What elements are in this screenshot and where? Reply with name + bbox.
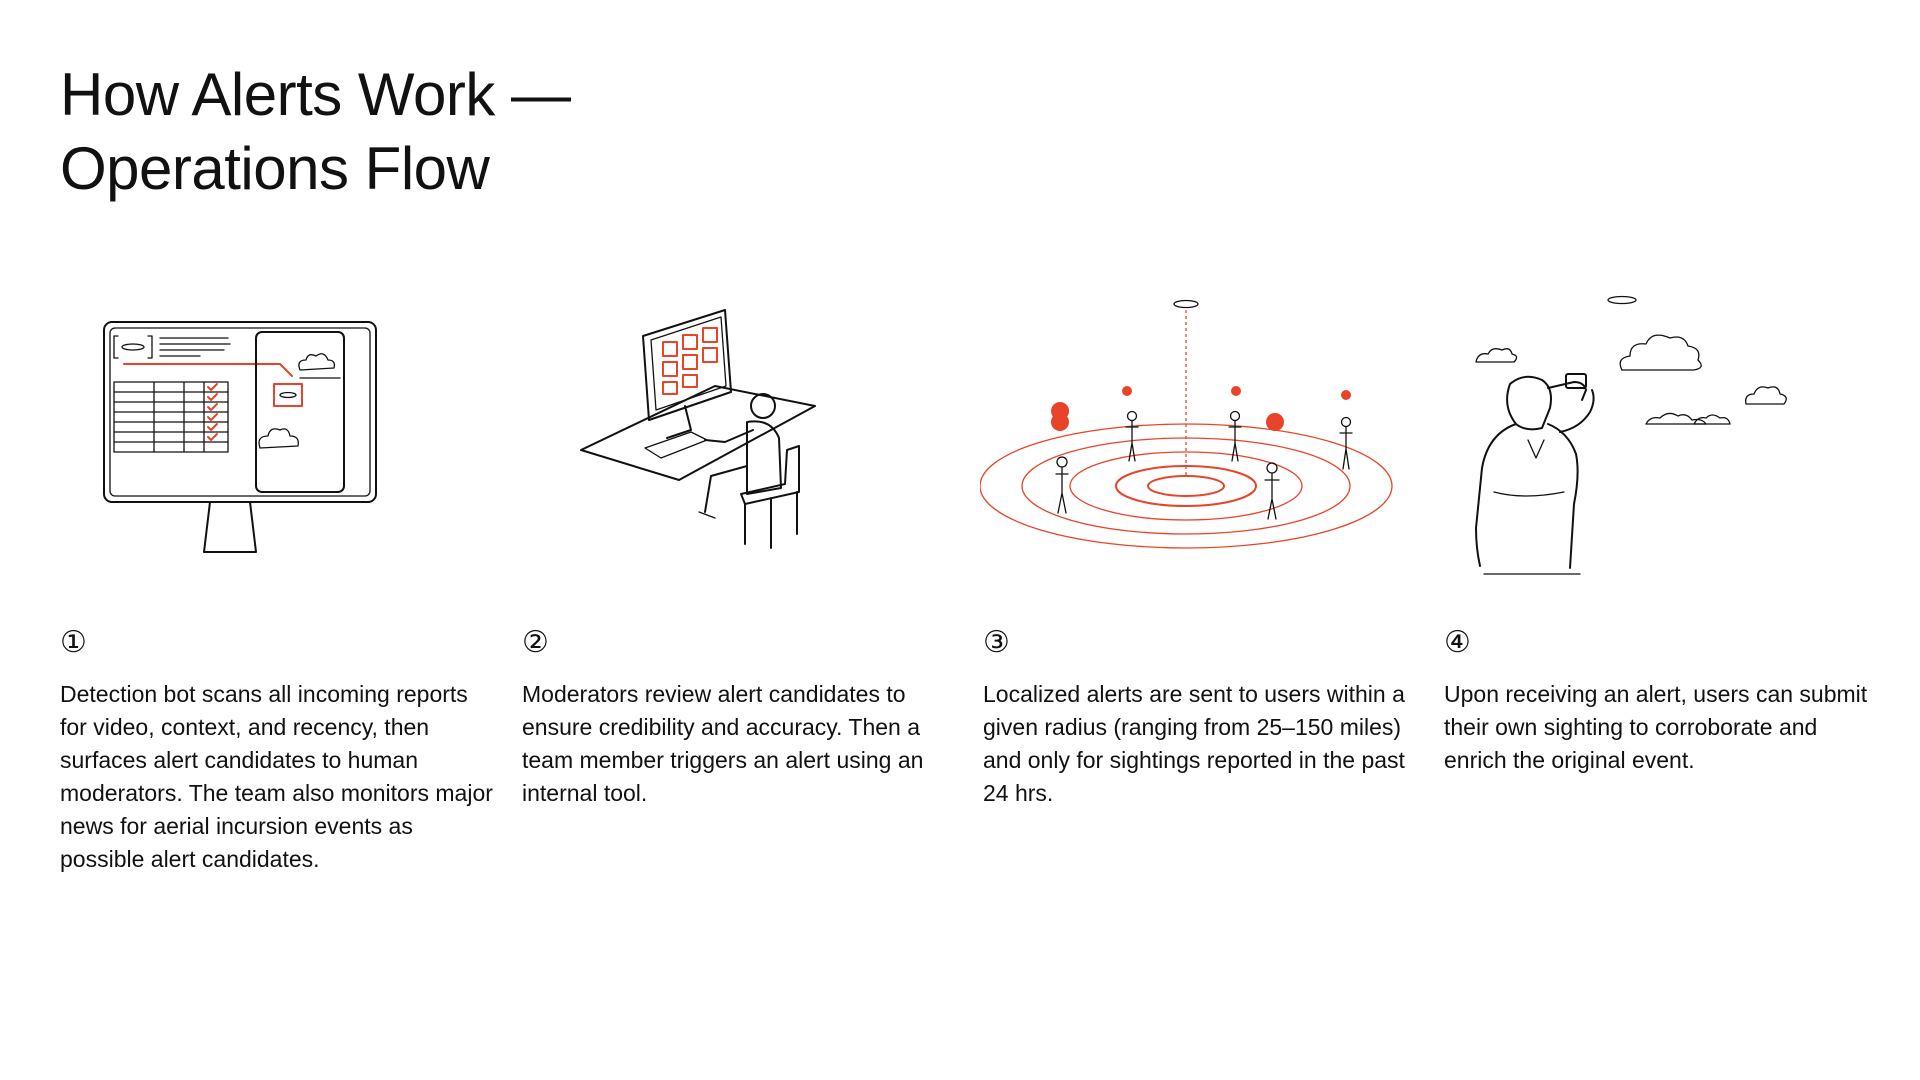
monitor-dashboard-illustration: [103, 321, 377, 553]
step-1-number: ①: [60, 625, 87, 660]
step-2-description: Moderators review alert candidates to en…: [522, 681, 924, 806]
radius-alert-illustration: [980, 299, 1393, 549]
step-4-number: ④: [1444, 625, 1471, 660]
person-filming-sky-illustration: [1475, 295, 1787, 575]
moderator-at-desk-illustration: [580, 309, 816, 549]
step-3-description: Localized alerts are sent to users withi…: [983, 681, 1405, 806]
step-4-description: Upon receiving an alert, users can submi…: [1444, 681, 1868, 773]
page-title: How Alerts Work — Operations Flow: [60, 58, 571, 206]
step-3-number: ③: [983, 625, 1010, 660]
title-line-1: How Alerts Work —: [60, 61, 571, 128]
step-1-description: Detection bot scans all incoming reports…: [60, 681, 493, 872]
step-2-number: ②: [522, 625, 549, 660]
title-line-2: Operations Flow: [60, 135, 490, 202]
